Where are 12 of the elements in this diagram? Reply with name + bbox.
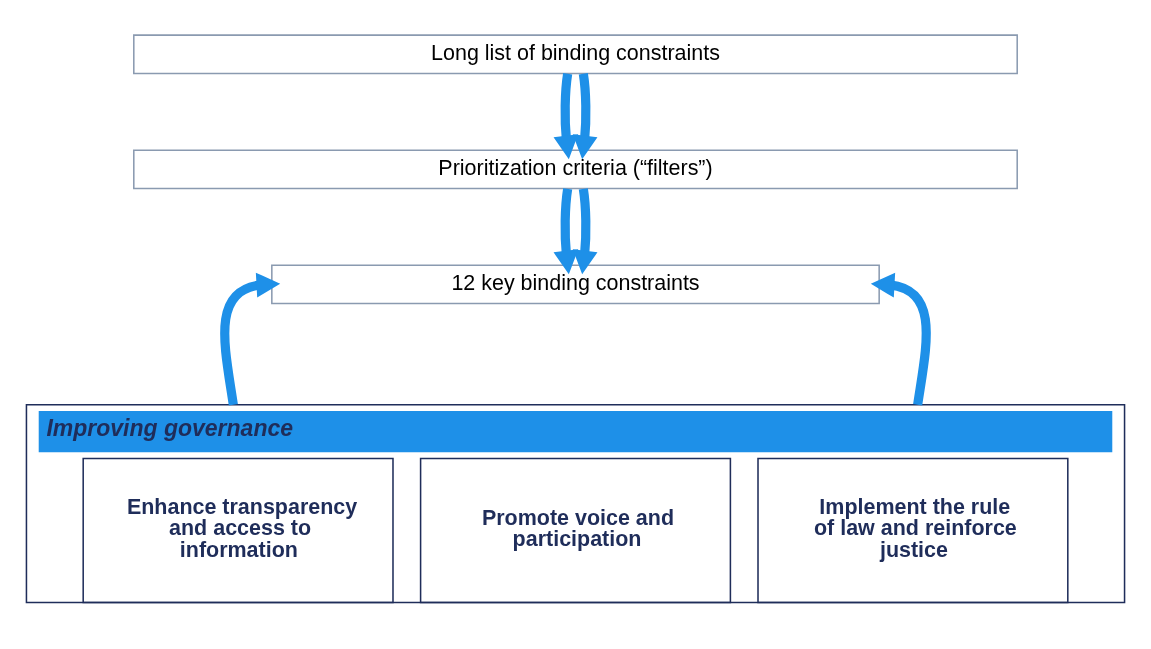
arrow — [553, 187, 579, 274]
node-box: Promote voice and participation — [419, 457, 732, 603]
arrow — [220, 272, 281, 405]
arrow — [572, 72, 598, 159]
node-box: Enhance transparency and access to information — [82, 457, 394, 603]
arrow — [870, 272, 931, 405]
node-box: Implement the rule of law and reinforce justice — [757, 457, 1069, 603]
node-box: 12 key binding constraints — [271, 263, 880, 304]
arrow — [572, 187, 598, 274]
arrow — [553, 72, 579, 159]
node-box: Prioritization criteria (“filters”) — [133, 148, 1018, 189]
node-box: Long list of binding constraints — [133, 33, 1018, 74]
